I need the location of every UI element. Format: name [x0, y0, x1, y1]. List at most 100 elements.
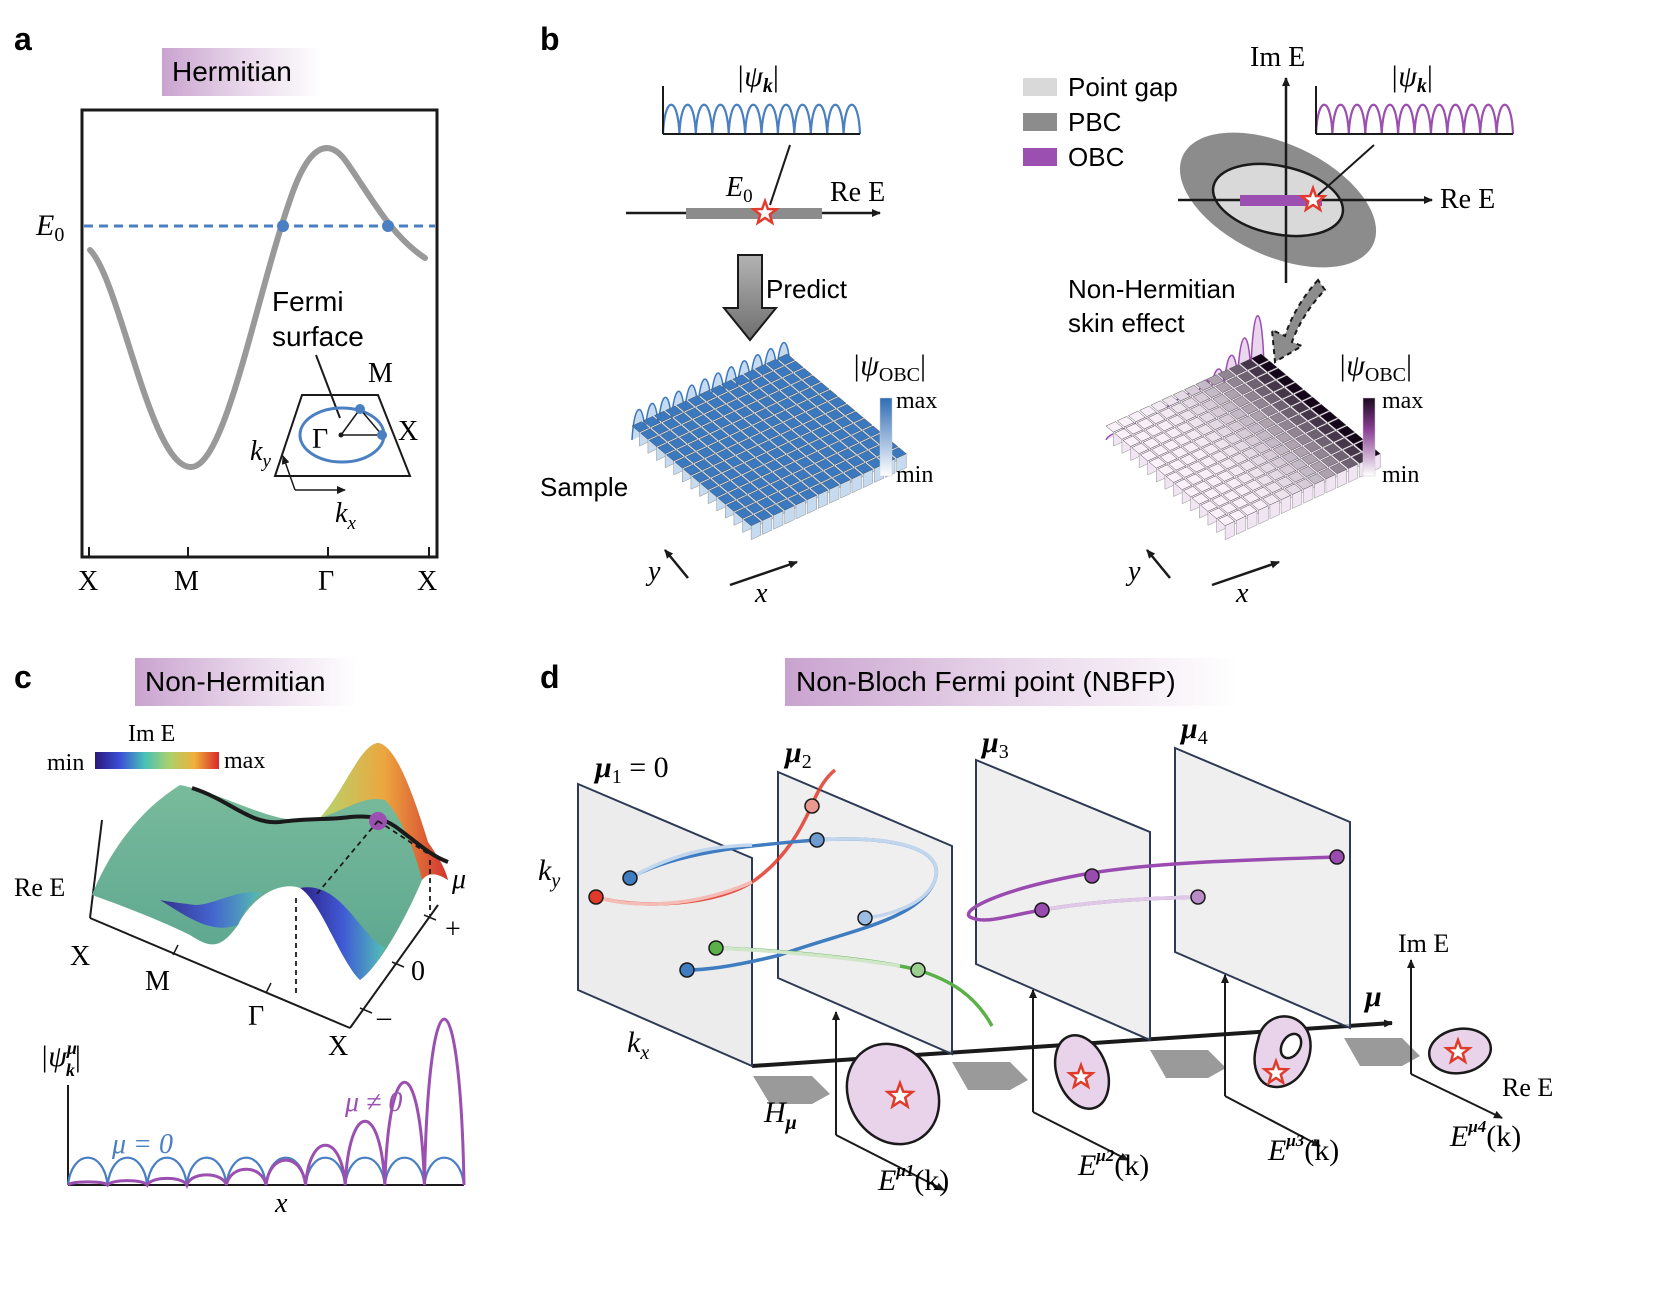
lattice-cell: [807, 451, 825, 463]
spectrum-inset-3: [1221, 974, 1321, 1147]
plane-label-mu3: μ3: [980, 726, 1009, 763]
panel-c: Non-Hermitian Im E min max Re E X M Γ X …: [14, 658, 466, 1219]
lattice-cell: [1131, 442, 1150, 455]
lattice-cell: [1172, 390, 1191, 402]
lattice-cell: [1311, 404, 1330, 416]
lattice-cell: [1234, 383, 1253, 395]
lattice-cell: [1150, 400, 1169, 412]
lattice-cell: [1195, 424, 1214, 436]
lattice-cell: [1198, 411, 1217, 423]
panel-c-title: Non-Hermitian: [145, 666, 326, 697]
legend-label-point-gap: Point gap: [1068, 72, 1178, 102]
lattice-cell: [860, 438, 879, 450]
panel-label-a: a: [14, 21, 32, 57]
traj-point-blue-2: [809, 832, 825, 848]
lattice-cell: [750, 433, 769, 445]
lattice-cell: [1168, 459, 1187, 471]
lattice-cell: [1243, 390, 1262, 403]
lattice-cell: [814, 414, 833, 426]
skin-effect-arrow-icon: [1270, 278, 1327, 364]
lattice-cell: [733, 463, 752, 475]
fermi-line-curve: [191, 786, 449, 864]
lattice-cell: [1170, 446, 1189, 459]
lattice-cell: [682, 420, 701, 432]
lattice-cell: [1271, 400, 1290, 412]
lattice-cell: [820, 434, 839, 446]
lattice-cell: [745, 502, 764, 514]
lattice-cell: [1233, 484, 1252, 497]
lattice-cell: [1139, 450, 1158, 462]
lattice-cell: [662, 418, 681, 430]
traj-point-blue-3: [857, 910, 873, 926]
lattice-cell: [797, 400, 816, 412]
lattice-cell: [1179, 454, 1198, 466]
k-tick-x1: X: [70, 941, 90, 972]
lattice-cell: [724, 411, 743, 423]
lattice-cell: [1306, 428, 1324, 441]
lattice-cell: [764, 460, 783, 472]
flow-arrow-4-icon: [1344, 1038, 1420, 1066]
lattice-cell: [1157, 464, 1175, 476]
lattice-cell: [774, 366, 793, 378]
lattice-cell: [1122, 435, 1141, 447]
lattice-cell: [1300, 409, 1318, 421]
legend-swatch-obc: [1023, 148, 1057, 166]
lattice-cell: [1192, 392, 1211, 404]
lattice-cell: [1217, 514, 1236, 527]
lattice-cell: [751, 477, 769, 489]
lattice-cell: [1223, 388, 1242, 401]
lattice-cell: [1268, 368, 1287, 380]
lattice-cell: [1254, 385, 1273, 397]
lattice-cell: [826, 453, 845, 465]
lattice-cell: [659, 430, 678, 442]
lattice-cell: [1239, 504, 1258, 516]
lattice-cell: [1298, 466, 1317, 478]
lattice-cell: [745, 458, 763, 470]
lattice-cell: [717, 493, 736, 505]
mu-zero-label-c: 0: [411, 956, 425, 987]
band-plot-frame: [80, 108, 439, 559]
lattice-cell: [817, 402, 836, 414]
lattice-cell: [826, 409, 844, 421]
flow-arrow-2-icon: [952, 1062, 1028, 1090]
psi-obc-label-left: |ψOBC|: [852, 349, 926, 386]
lattice-x-arrow-right: [1211, 560, 1280, 587]
lattice-cell: [719, 436, 738, 448]
lattice-cell: [844, 468, 862, 480]
lattice-cell: [1217, 369, 1236, 381]
lattice-cell: [1185, 473, 1204, 485]
lattice-cell: [1159, 452, 1178, 464]
lattice-cell: [1213, 482, 1232, 495]
lattice-cell: [771, 378, 790, 390]
lattice-cell: [705, 454, 724, 466]
lattice-cell: [1282, 394, 1301, 407]
x-tick-label-x1: X: [78, 566, 98, 597]
lattice-cell: [1127, 410, 1146, 423]
lattice-cell: [683, 464, 701, 476]
energy-label-1: Eμ1(k): [877, 1161, 949, 1197]
lattice-cell: [765, 358, 784, 371]
im-e-label-b: Im E: [1250, 42, 1305, 73]
lattice-cell: [757, 497, 775, 509]
lattice-cell: [1277, 419, 1296, 431]
lattice-cell: [1212, 394, 1231, 406]
lattice-cell: [1317, 423, 1336, 435]
lattice-cell: [1237, 371, 1256, 383]
bz-label-ky: ky: [250, 436, 271, 472]
lattice-cell: [1176, 422, 1194, 434]
spectrum-inset-4: [1407, 959, 1503, 1119]
lattice-cell: [1278, 464, 1297, 476]
im-e-label-d: Im E: [1398, 929, 1449, 958]
lattice-cell: [743, 514, 762, 527]
lattice-y-label-right: y: [1125, 556, 1141, 587]
lattice-cell: [1260, 405, 1279, 417]
lattice-cell: [737, 495, 756, 507]
lattice-cell: [1136, 418, 1155, 430]
lattice-cell: [725, 456, 744, 468]
lattice-cell: [1265, 380, 1284, 392]
bz-line-gm: [340, 408, 361, 436]
lattice-cell: [762, 472, 781, 484]
lattice-cell: [631, 421, 650, 433]
lattice-cell: [1156, 420, 1175, 432]
lattice-cell: [677, 444, 695, 457]
